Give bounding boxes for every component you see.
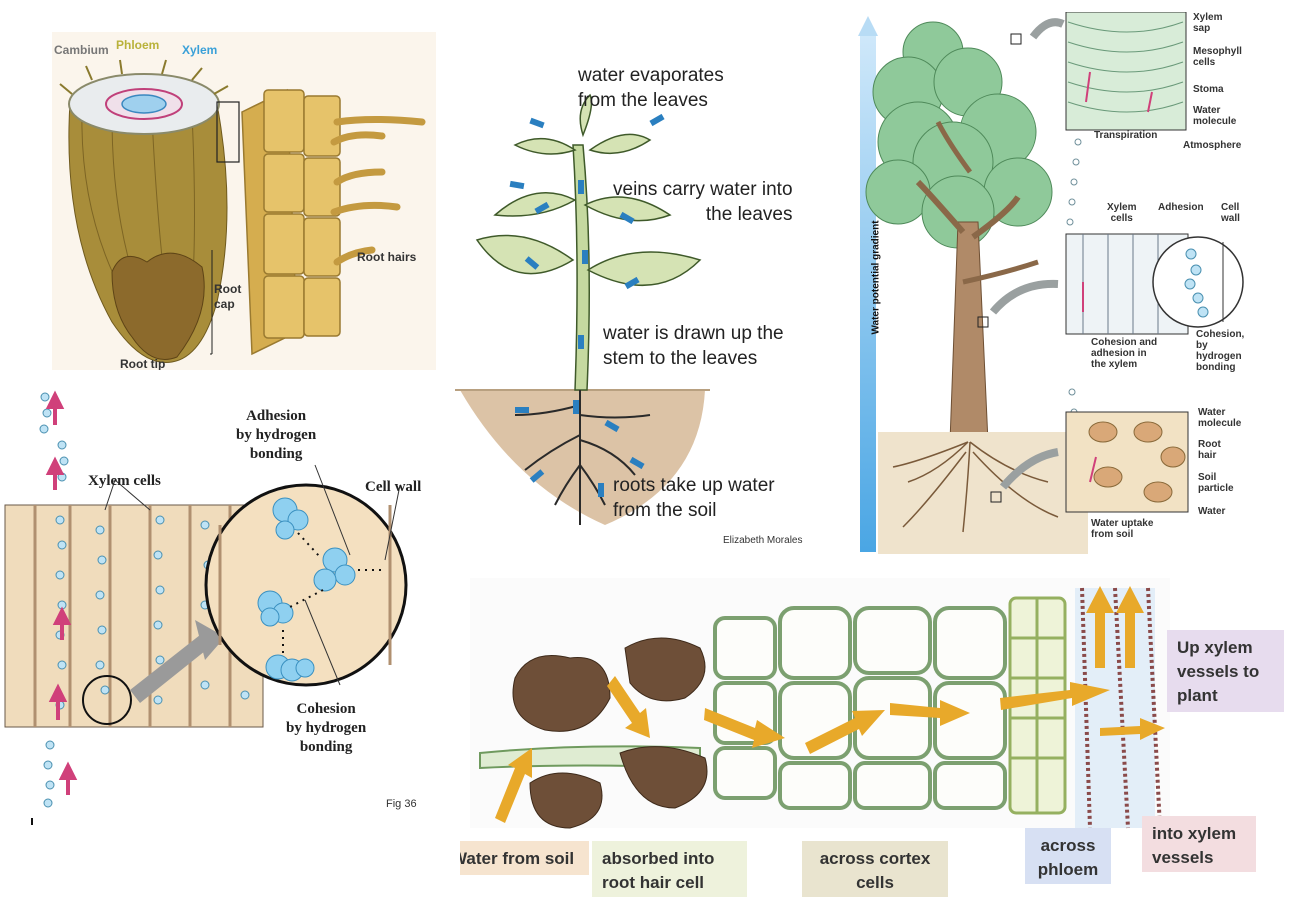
tree-transpiration-panel: Water potential gradient Xylem sap Mesop… [858, 12, 1258, 554]
label-water-molecule-2: Water molecule [1198, 407, 1242, 429]
tree-illustration [858, 12, 1244, 554]
label-water-from-soil: Water from soil [460, 841, 589, 875]
label-atmosphere: Atmosphere [1183, 140, 1242, 151]
label-into-xylem: into xylem vessels [1142, 816, 1256, 872]
label-cohesion-hydrogen: Cohesion, by hydrogen bonding [1196, 329, 1245, 373]
label-transpiration: Transpiration [1094, 130, 1158, 141]
label-root-hair: Root hair [1198, 439, 1221, 461]
label-water-uptake: Water uptake from soil [1091, 518, 1154, 540]
label-cambium: Cambium [54, 43, 109, 57]
label-evaporate: water evaporates from the leaves [578, 65, 724, 111]
label-cohesion: Cohesion by hydrogen bonding [286, 701, 367, 755]
plant-water-panel: water evaporates from the leaves veins c… [455, 55, 845, 555]
label-phloem: Phloem [116, 38, 160, 52]
root-anatomy-panel: Cambium Phloem Xylem Root hairs Root cap… [52, 32, 436, 370]
label-across-phloem: across phloem [1025, 828, 1111, 884]
label-xylem: Xylem [182, 43, 218, 57]
label-roots: roots take up water from the soil [613, 475, 775, 521]
label-up-xylem: Up xylem vessels to plant [1167, 630, 1284, 712]
label-water-potential-gradient: Water potential gradient [870, 220, 882, 335]
label-root-cap: Root cap [214, 282, 242, 311]
pathway-illustration [470, 578, 1170, 829]
label-water: Water [1198, 506, 1226, 517]
plant-illustration [455, 93, 710, 525]
xylem-illustration [4, 390, 408, 825]
label-water-molecule: Water molecule [1193, 105, 1237, 127]
label-xylem-sap: Xylem sap [1193, 12, 1223, 34]
label-xylem-cells: Xylem cells [88, 473, 161, 489]
label-soil-particle: Soil particle [1198, 472, 1234, 494]
label-stoma: Stoma [1193, 84, 1224, 95]
label-adhesion: Adhesion by hydrogen bonding [236, 408, 317, 462]
label-root-hairs: Root hairs [357, 250, 417, 264]
label-veins: veins carry water into the leaves [613, 179, 793, 225]
label-cell-wall: Cell wall [1221, 202, 1240, 224]
label-stem: water is drawn up the stem to the leaves [603, 323, 784, 369]
label-absorbed: absorbed into root hair cell [592, 841, 747, 897]
label-fig: Fig 36 [386, 798, 417, 810]
root-anatomy-illustration [59, 59, 426, 363]
label-cohesion-adhesion: Cohesion and adhesion in the xylem [1091, 337, 1158, 370]
label-cell-wall: Cell wall [365, 479, 422, 495]
label-credit: Elizabeth Morales [723, 535, 803, 546]
label-mesophyll: Mesophyll cells [1193, 46, 1242, 68]
water-pathway-panel: Up xylem vessels to plant Water from soi… [460, 578, 1290, 908]
label-adhesion: Adhesion [1158, 202, 1204, 213]
label-xylem-cells: Xylem cells [1107, 202, 1137, 224]
xylem-cohesion-panel: Adhesion by hydrogen bonding Xylem cells… [0, 385, 445, 830]
label-across-cortex: across cortex cells [802, 841, 948, 897]
label-root-tip: Root tip [120, 357, 166, 370]
